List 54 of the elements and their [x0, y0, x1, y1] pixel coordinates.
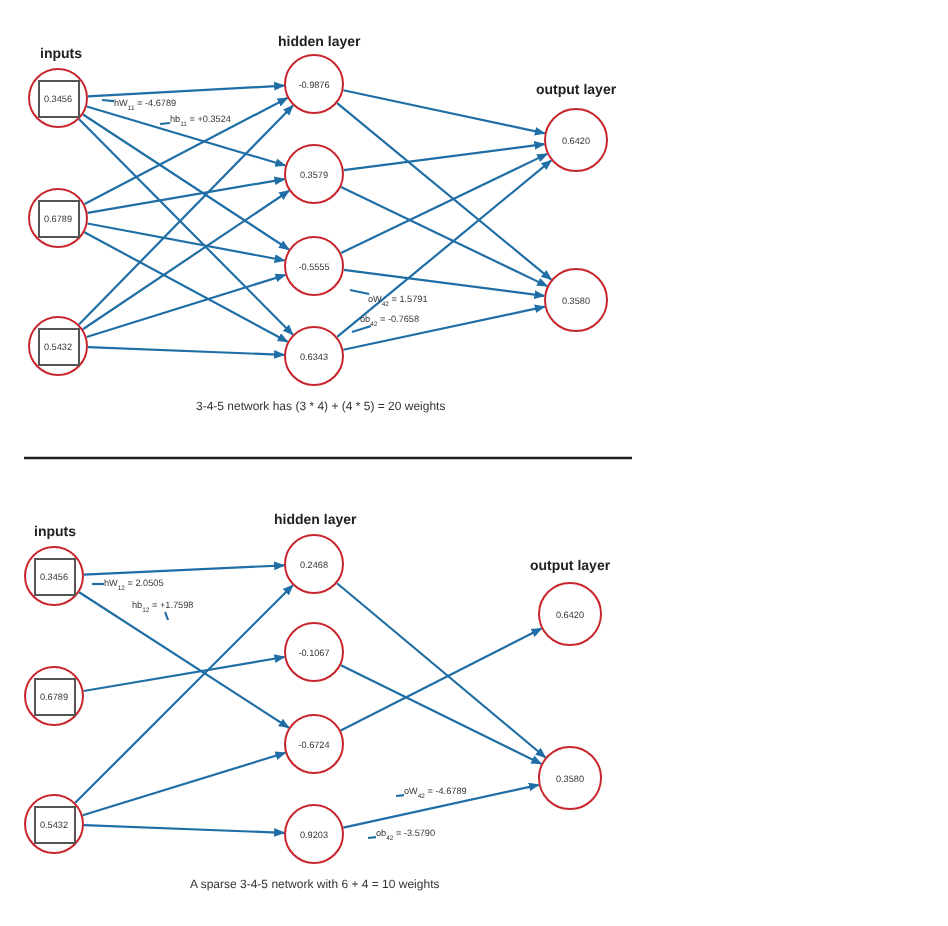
arrow: [82, 113, 290, 251]
arrow: [74, 584, 294, 804]
input-neuron-circle: [28, 316, 88, 376]
neuron-circle: [538, 582, 602, 646]
input-neuron-circle: [24, 666, 84, 726]
arrow: [340, 627, 543, 732]
arrow: [343, 268, 546, 299]
input-neuron-circle: [24, 794, 84, 854]
arrow: [343, 89, 546, 136]
arrow: [83, 654, 286, 693]
leader-line: [101, 98, 115, 103]
leader-line: [159, 121, 171, 126]
neuron-circle: [284, 804, 344, 864]
leader-line: [395, 794, 405, 798]
arrow: [336, 102, 553, 281]
neuron-circle: [544, 108, 608, 172]
arrow: [78, 591, 290, 729]
arrow: [340, 186, 549, 288]
arrow: [84, 96, 289, 206]
input-neuron-circle: [24, 546, 84, 606]
neuron-circle: [538, 746, 602, 810]
neuron-circle: [284, 534, 344, 594]
arrow: [343, 141, 546, 172]
arrow: [82, 189, 290, 331]
input-neuron-circle: [28, 188, 88, 248]
neuron-circle: [284, 236, 344, 296]
arrow: [343, 304, 546, 351]
leader-line: [349, 288, 370, 296]
arrow: [336, 159, 553, 338]
leader-line: [92, 582, 104, 586]
arrow: [83, 824, 286, 837]
neuron-circle: [284, 326, 344, 386]
arrow: [86, 105, 287, 167]
neuron-circle: [284, 714, 344, 774]
neuron-circle: [544, 268, 608, 332]
arrow: [83, 561, 286, 576]
neuron-circle: [284, 622, 344, 682]
arrow: [343, 782, 540, 829]
arrow: [340, 664, 543, 765]
arrow: [87, 222, 286, 263]
arrow: [82, 751, 287, 817]
arrow: [86, 273, 287, 339]
arrow: [340, 152, 549, 254]
leader-line: [164, 611, 170, 621]
neuron-circle: [284, 54, 344, 114]
leader-line: [351, 324, 372, 334]
arrow: [87, 346, 286, 359]
arrow: [87, 81, 286, 98]
leader-line: [367, 836, 377, 840]
input-neuron-circle: [28, 68, 88, 128]
neuron-circle: [284, 144, 344, 204]
arrow: [336, 582, 547, 759]
arrow: [87, 176, 286, 214]
arrow: [83, 231, 289, 343]
